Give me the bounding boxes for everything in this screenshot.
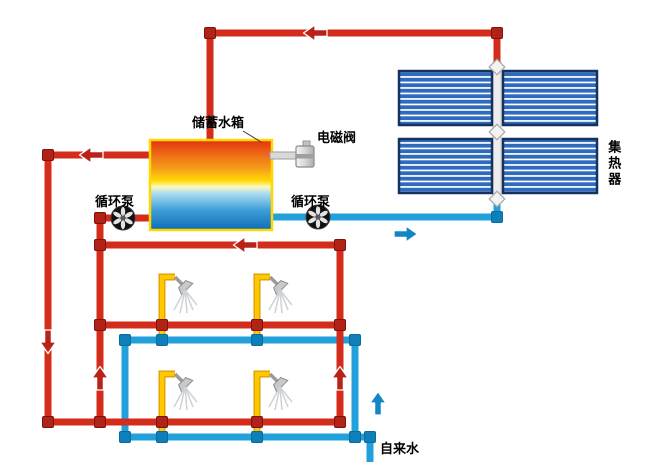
pipe-fitting — [251, 431, 263, 443]
collector-panel-top-left — [397, 69, 494, 127]
flow-arrow-left-icon — [78, 146, 104, 164]
collector-connector-icon — [488, 123, 506, 141]
pipe-fitting — [204, 27, 216, 39]
flow-arrow-down-icon — [39, 329, 57, 355]
collector-panel-top-right — [501, 69, 599, 127]
pipe-fitting — [42, 416, 54, 428]
storage-tank-label: 储蓄水箱 — [192, 116, 245, 131]
solenoid-valve-icon — [269, 140, 315, 168]
showers — [162, 277, 292, 440]
collector-panel-bottom-left — [397, 137, 494, 195]
pipe-fitting — [42, 149, 54, 161]
pipe-fitting — [491, 27, 503, 39]
hot-pipe-collector-return — [206, 29, 501, 142]
shower-icon — [257, 374, 292, 440]
circulation-pump-right-label: 循环泵 — [291, 195, 331, 210]
pipe-fitting — [156, 319, 168, 331]
flow-arrow-up-icon — [91, 365, 109, 391]
pipe-fitting — [334, 416, 346, 428]
shower-icon — [162, 374, 197, 440]
shower-icon — [162, 277, 197, 343]
valve-band — [296, 154, 314, 159]
pipe-fitting — [94, 416, 106, 428]
flow-arrow-left-icon — [302, 24, 328, 42]
pipe-fitting — [119, 431, 131, 443]
pipe-fitting — [349, 431, 361, 443]
pipe-fitting — [156, 431, 168, 443]
solar-collector — [397, 61, 599, 203]
pipe-fitting — [251, 334, 263, 346]
valve-stub-pipe — [269, 151, 299, 160]
pipe-fitting — [94, 239, 106, 251]
collector-panel-bottom-right — [501, 137, 599, 195]
circulation-pump-left-label: 循环泵 — [95, 195, 135, 210]
storage-tank — [148, 130, 274, 232]
pipe-fitting — [364, 431, 376, 443]
pipe-fitting — [251, 319, 263, 331]
hot-pipe-return-line — [100, 241, 344, 422]
solenoid-valve-label: 电磁阀 — [317, 131, 357, 146]
flow-arrow-left-icon — [232, 236, 258, 254]
pipe-fitting — [94, 212, 106, 224]
pipe-fitting — [94, 319, 106, 331]
storage-tank-body — [148, 138, 274, 232]
pipe-fitting — [491, 211, 503, 223]
pipe-fitting — [156, 416, 168, 428]
shower-icon — [257, 277, 292, 343]
cold-pipe-shower-loop — [121, 336, 359, 437]
pipe-fitting — [334, 319, 346, 331]
flow-arrow-up-icon — [369, 390, 387, 416]
flow-arrow-right-icon — [393, 225, 419, 243]
pipe-fitting — [334, 239, 346, 251]
collector-label: 集热器 — [605, 140, 621, 188]
pipe-fitting — [251, 416, 263, 428]
tap-water-label: 自来水 — [380, 442, 420, 457]
cold-flow-arrows — [369, 225, 419, 416]
flow-arrow-up-icon — [331, 365, 349, 391]
storage-tank-label-leader — [242, 130, 262, 143]
pipe-fitting — [119, 334, 131, 346]
pipe-fitting — [349, 334, 361, 346]
pipe-fitting — [156, 334, 168, 346]
